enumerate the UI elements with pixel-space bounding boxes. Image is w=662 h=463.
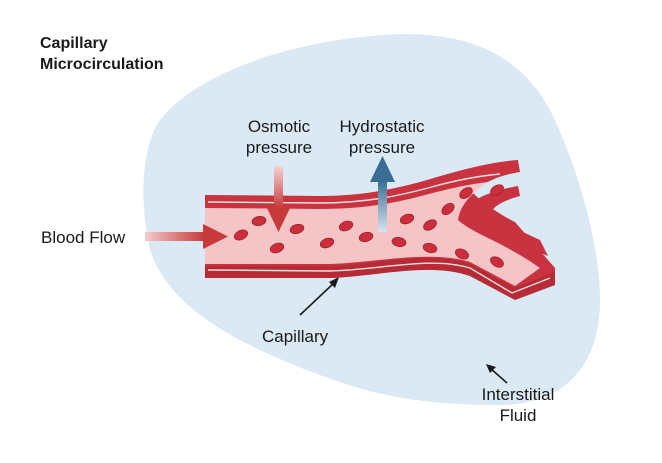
red-blood-cell xyxy=(338,220,354,232)
red-blood-cell xyxy=(454,248,470,260)
capillary-pointer xyxy=(299,277,339,316)
red-blood-cell xyxy=(251,216,267,226)
red-blood-cell xyxy=(490,256,504,268)
osmotic-pressure-label: Osmotic pressure xyxy=(245,117,313,157)
red-blood-cell xyxy=(269,242,285,254)
hydrostatic-pressure-arrow xyxy=(370,156,395,232)
red-blood-cell xyxy=(233,229,249,241)
title-line-2: Microcirculation xyxy=(40,56,164,73)
title-line-1: Capillary xyxy=(40,35,108,52)
red-blood-cell xyxy=(391,237,407,247)
red-blood-cells xyxy=(233,184,504,268)
diagram-title: Capillary Microcirculation xyxy=(40,33,164,75)
red-blood-cell xyxy=(459,187,473,199)
red-blood-cell xyxy=(289,223,305,235)
osmotic-pressure-arrow xyxy=(266,166,291,232)
red-blood-cell xyxy=(423,219,437,231)
red-blood-cell xyxy=(422,242,438,254)
blood-flow-arrow xyxy=(145,224,228,249)
red-blood-cell xyxy=(441,202,455,216)
capillary-label: Capillary xyxy=(262,327,329,346)
red-blood-cell xyxy=(399,213,415,225)
hydrostatic-pressure-label: Hydrostatic pressure xyxy=(339,117,425,157)
red-blood-cell xyxy=(358,231,374,243)
blood-flow-label: Blood Flow xyxy=(41,228,126,247)
interstitial-fluid-label: Interstitial Fluid xyxy=(481,385,555,425)
red-blood-cell xyxy=(319,237,335,249)
interstitial-pointer xyxy=(486,364,508,384)
red-blood-cell xyxy=(490,184,504,196)
